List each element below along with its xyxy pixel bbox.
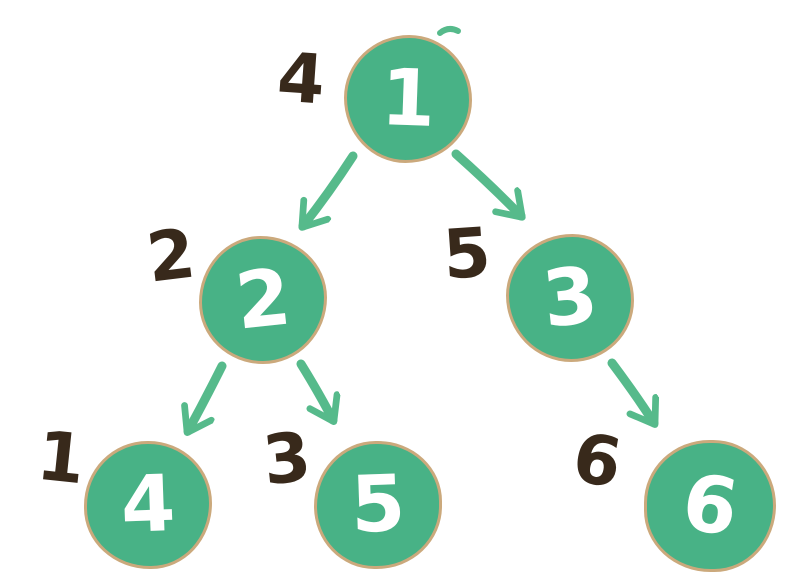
edge-arrow-1-2 xyxy=(298,151,358,226)
node-value: 5 xyxy=(349,459,407,551)
edge-arrow-3-6 xyxy=(607,358,654,423)
traversal-order-label-node-4: 1 xyxy=(33,416,89,501)
edge-arrow-2-4 xyxy=(188,361,227,431)
tree-node-4: 4 xyxy=(84,441,212,569)
traversal-order-label-node-2: 2 xyxy=(142,214,200,299)
tree-node-3: 3 xyxy=(506,234,634,362)
traversal-order-label-node-5: 3 xyxy=(259,417,315,502)
tree-node-1: 1 xyxy=(344,35,472,163)
traversal-order-label-node-1: 4 xyxy=(274,38,328,121)
edge-arrow-1-3 xyxy=(451,149,521,216)
traversal-order-label-node-3: 5 xyxy=(440,213,494,296)
node-value: 3 xyxy=(538,250,602,346)
tree-node-6: 6 xyxy=(644,440,776,572)
node-value: 1 xyxy=(379,53,437,145)
tree-node-2: 2 xyxy=(199,236,327,364)
stray-pen-mark xyxy=(437,25,461,36)
node-value: 6 xyxy=(676,457,744,555)
tree-node-5: 5 xyxy=(314,441,442,569)
node-value: 4 xyxy=(119,459,177,551)
node-value: 2 xyxy=(231,252,295,348)
edge-arrow-2-5 xyxy=(296,359,333,420)
